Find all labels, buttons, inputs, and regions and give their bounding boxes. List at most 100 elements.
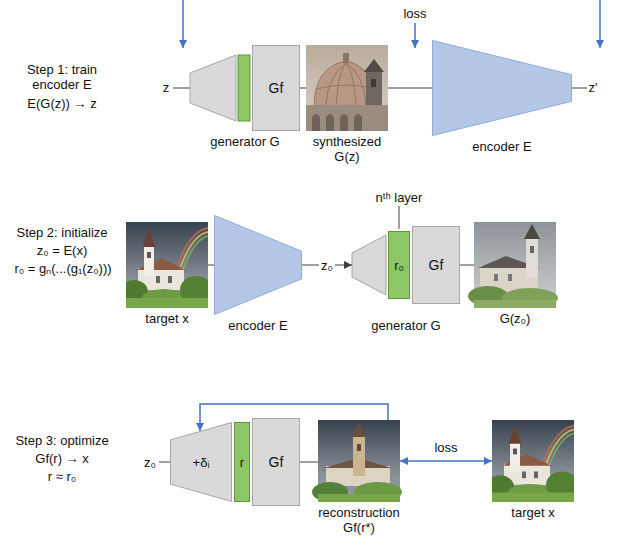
generated-image xyxy=(468,222,558,308)
node-caption: encoder E xyxy=(228,318,287,333)
connector xyxy=(400,460,492,462)
label-holder: r ≈ r₀ xyxy=(48,469,76,484)
node-label: r xyxy=(240,455,244,470)
signal-wire xyxy=(572,88,587,89)
encoder-trapezoid-outline xyxy=(215,216,302,315)
node-caption: generator G xyxy=(371,318,440,333)
synthesized-image xyxy=(343,53,349,63)
label-holder: z' xyxy=(589,80,598,95)
reconstruction-image xyxy=(312,420,402,502)
generated-image xyxy=(526,238,538,278)
image-panel: reconstruction Gf(r*) xyxy=(318,420,400,502)
label-holder: Gf(r) → x xyxy=(35,451,88,466)
text-label: z' xyxy=(589,80,598,95)
label-holder: z₀ xyxy=(144,455,156,470)
node-caption: generator G xyxy=(210,134,279,149)
generator-layers xyxy=(238,55,250,121)
reconstruction-image xyxy=(318,494,400,502)
node-caption-holder: generator G xyxy=(371,318,440,333)
perturbation-trapezoid: +δᵢ xyxy=(170,422,232,502)
generator-block: generator Gr₀Gf xyxy=(352,215,460,315)
target-image xyxy=(120,222,212,308)
encoder-trapezoid: encoder E xyxy=(214,215,302,315)
label-holder: E(G(z)) → z xyxy=(27,96,96,111)
synthesized-image xyxy=(306,105,388,131)
connector xyxy=(300,462,318,463)
node-label: Gf xyxy=(429,258,444,273)
text-label: z xyxy=(163,80,170,95)
text-label: nᵗʰ layer xyxy=(376,190,423,205)
node-label: Gf xyxy=(269,81,284,96)
node-caption: encoder E xyxy=(472,139,531,154)
feature-layer: r xyxy=(234,422,250,502)
node-caption-holder: encoder E xyxy=(472,139,531,154)
label-holder: Step 2: initialize xyxy=(16,225,107,240)
text-label: Step 1: train encoder E xyxy=(14,62,110,92)
label-holder: z₀ = E(x) xyxy=(37,243,88,258)
image-panel: target x xyxy=(492,420,574,502)
node-caption: target x xyxy=(145,311,188,326)
reconstruction-image xyxy=(357,444,361,451)
node-text-holder: r₀ xyxy=(389,232,409,298)
reconstruction-image xyxy=(352,422,366,437)
encoder-trapezoid-outline xyxy=(214,215,302,315)
node-caption: reconstruction Gf(r*) xyxy=(311,505,407,535)
node-caption-holder: G(z₀) xyxy=(500,311,531,326)
loss-feedback-lines xyxy=(414,23,416,48)
edge-label: loss xyxy=(432,440,459,455)
node-caption-holder: encoder E xyxy=(228,318,287,333)
loss-feedback-lines xyxy=(183,0,600,48)
generated-image xyxy=(474,300,556,308)
node-caption-holder: target x xyxy=(145,311,188,326)
label-holder: Step 1: train encoder E xyxy=(14,62,110,92)
feature-layer: r₀ xyxy=(388,231,410,299)
generator-layers xyxy=(190,55,236,121)
signal-wire xyxy=(173,88,190,89)
text-label: Step 3: optimize xyxy=(15,433,108,448)
text-label: z₀ = E(x) xyxy=(37,243,88,258)
reconstruction-image xyxy=(353,436,365,476)
signal-wire xyxy=(159,88,587,462)
label-holder: nᵗʰ layer xyxy=(376,190,423,205)
synthesized-image xyxy=(364,59,384,72)
connector xyxy=(460,265,474,266)
node-text-holder: r xyxy=(235,423,249,501)
label-holder: r₀ = gₙ(...(g₁(z₀))) xyxy=(14,261,111,276)
text-label: r₀ = gₙ(...(g₁(z₀))) xyxy=(14,261,111,276)
node-caption: G(z₀) xyxy=(500,311,531,326)
label-holder: z xyxy=(163,80,170,95)
image-panel: target x xyxy=(126,222,208,308)
edge-label: z₀ xyxy=(319,258,335,273)
image-panel: synthesized G(z) xyxy=(306,45,388,131)
generated-image xyxy=(530,246,534,253)
text-label: Step 2: initialize xyxy=(16,225,107,240)
layer-box: Gf xyxy=(252,418,300,506)
node-text-holder: Gf xyxy=(253,46,299,130)
node-caption-holder: synthesized G(z) xyxy=(299,134,395,164)
generated-image xyxy=(524,224,540,239)
synthesized-image xyxy=(312,114,362,131)
perturbation-trapezoid-outline xyxy=(171,423,232,502)
connector xyxy=(300,88,306,89)
target-image xyxy=(486,420,578,502)
node-text-holder: Gf xyxy=(253,419,299,505)
synthesized-image xyxy=(306,45,388,131)
synthesized-image xyxy=(306,45,388,131)
label-holder: Step 3: optimize xyxy=(15,433,108,448)
label-holder: loss xyxy=(403,6,426,21)
synthesized-image xyxy=(371,79,376,87)
node-text-holder: +δᵢ xyxy=(170,422,232,502)
node-caption-holder: target x xyxy=(511,505,554,520)
node-caption: target x xyxy=(511,505,554,520)
node-label: r₀ xyxy=(394,258,404,273)
encoder-trapezoid: encoder E xyxy=(432,40,572,136)
layer-box: Gf xyxy=(412,226,460,304)
node-caption-holder: generator G xyxy=(210,134,279,149)
encoder-trapezoid-outline xyxy=(432,40,572,136)
layer-box: Gf xyxy=(252,45,300,131)
node-text-holder: Gf xyxy=(413,227,459,303)
leader-line xyxy=(399,206,400,229)
connector xyxy=(208,265,214,266)
connector xyxy=(388,88,432,89)
